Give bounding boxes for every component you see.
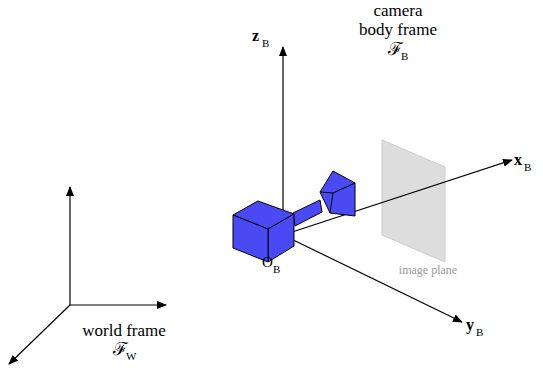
subscript: B [401,50,408,62]
axis-name: z [252,27,259,45]
subscript: W [126,350,136,362]
frame-caption: camera body frame [357,2,439,39]
subscript: B [524,161,531,173]
subscript: B [262,37,269,49]
subscript: B [476,326,483,338]
frame-symbol: ℱ [113,340,128,360]
frame-symbol: ℱ [388,40,403,60]
axis-name: y [466,316,474,334]
frame-caption: world frame [74,322,174,341]
subscript: B [273,263,280,275]
image-plane [382,140,445,262]
axis-name: x [514,151,522,169]
camera-body [233,171,355,262]
origin-name: O [262,254,273,271]
plane-caption: image plane [388,264,468,277]
camera-axes [283,47,512,322]
